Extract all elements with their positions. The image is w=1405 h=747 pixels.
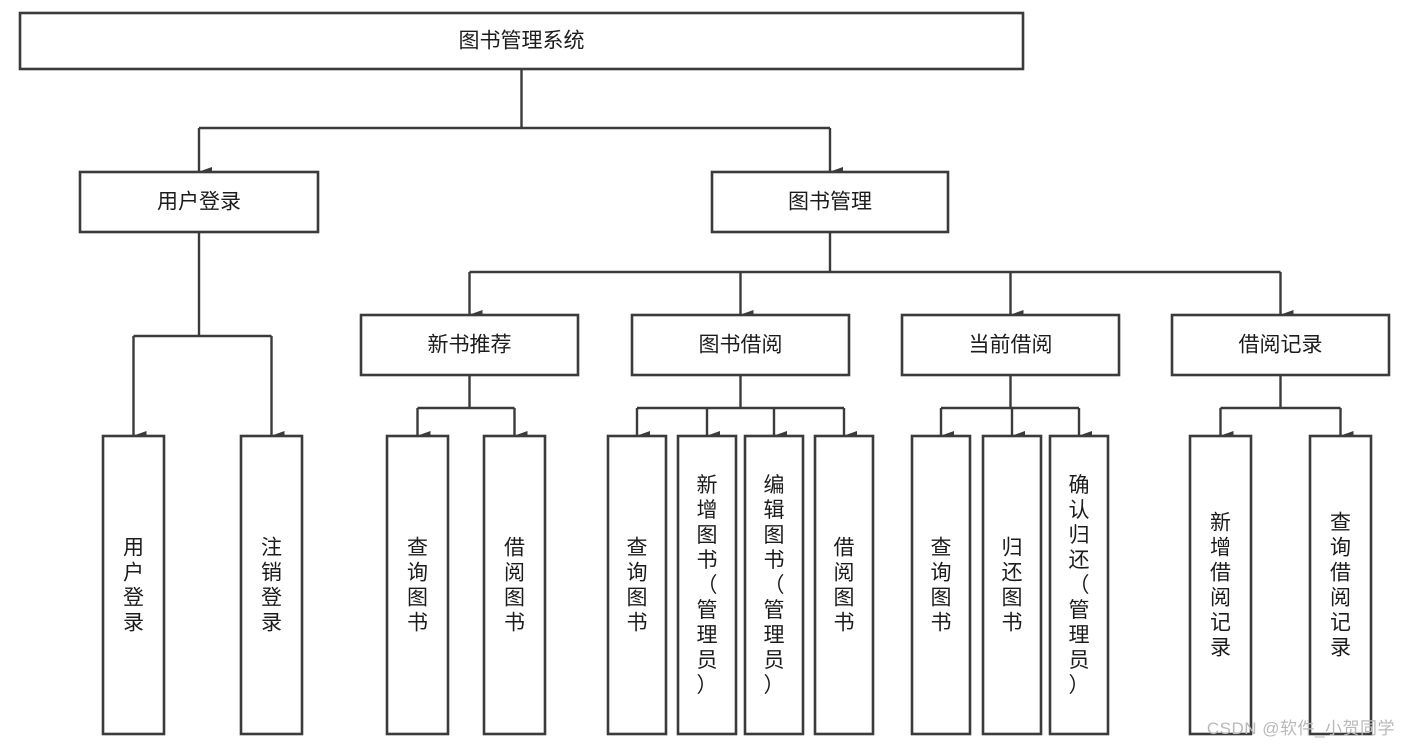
node-label-borrow-records: 借阅记录 bbox=[1239, 334, 1323, 357]
node-layer: 图书管理系统用户登录图书管理新书推荐图书借阅当前借阅借阅记录用户登录注销登录查询… bbox=[18, 11, 1391, 736]
node-leaf-confirm-return[interactable]: 确认归还（管理员） bbox=[1048, 434, 1110, 736]
node-label-leaf-logout: 注销登录 bbox=[261, 537, 282, 635]
node-label-leaf-return-book: 归还图书 bbox=[1002, 537, 1023, 635]
node-box-root bbox=[18, 11, 1025, 71]
node-leaf-user-login[interactable]: 用户登录 bbox=[101, 434, 166, 736]
node-box-new-book-recommend bbox=[359, 313, 580, 377]
node-label-leaf-add-borrow-record: 新增借阅记录 bbox=[1210, 512, 1231, 660]
node-label-leaf-query-book-borrow: 查询图书 bbox=[627, 537, 648, 635]
node-box-leaf-query-borrow-record bbox=[1308, 434, 1373, 736]
connector-layer bbox=[132, 69, 1354, 441]
node-leaf-borrow-book[interactable]: 借阅图书 bbox=[813, 434, 875, 736]
node-label-leaf-query-borrow-record: 查询借阅记录 bbox=[1330, 512, 1351, 660]
node-leaf-query-book-current[interactable]: 查询图书 bbox=[910, 434, 972, 736]
node-label-leaf-user-login: 用户登录 bbox=[123, 537, 144, 635]
csdn-watermark: CSDN @软件_小贺同学 bbox=[1206, 719, 1395, 738]
node-label-book-borrow: 图书借阅 bbox=[699, 334, 783, 357]
node-leaf-query-borrow-record[interactable]: 查询借阅记录 bbox=[1308, 434, 1373, 736]
node-label-current-borrow: 当前借阅 bbox=[969, 334, 1053, 357]
node-leaf-add-borrow-record[interactable]: 新增借阅记录 bbox=[1188, 434, 1253, 736]
node-box-user-login bbox=[78, 170, 320, 234]
node-user-login[interactable]: 用户登录 bbox=[78, 170, 320, 234]
node-current-borrow[interactable]: 当前借阅 bbox=[900, 313, 1121, 377]
node-box-current-borrow bbox=[900, 313, 1121, 377]
node-borrow-records[interactable]: 借阅记录 bbox=[1170, 313, 1391, 377]
node-root[interactable]: 图书管理系统 bbox=[18, 11, 1025, 71]
node-box-borrow-records bbox=[1170, 313, 1391, 377]
node-box-book-borrow bbox=[630, 313, 851, 377]
node-leaf-add-book[interactable]: 新增图书（管理员） bbox=[676, 434, 738, 736]
node-box-leaf-return-book bbox=[981, 434, 1043, 736]
node-label-leaf-borrow-book: 借阅图书 bbox=[834, 537, 855, 635]
node-leaf-query-book-borrow[interactable]: 查询图书 bbox=[606, 434, 668, 736]
node-box-book-management bbox=[710, 170, 950, 234]
node-box-leaf-query-book-current bbox=[910, 434, 972, 736]
node-leaf-edit-book[interactable]: 编辑图书（管理员） bbox=[743, 434, 805, 736]
node-box-leaf-confirm-return bbox=[1048, 434, 1110, 736]
node-label-new-book-recommend: 新书推荐 bbox=[428, 334, 512, 357]
node-book-borrow[interactable]: 图书借阅 bbox=[630, 313, 851, 377]
node-leaf-borrow-book-recommend[interactable]: 借阅图书 bbox=[482, 434, 547, 736]
node-label-leaf-borrow-book-recommend: 借阅图书 bbox=[504, 537, 525, 635]
node-label-leaf-edit-book: 编辑图书（管理员） bbox=[764, 474, 785, 697]
node-label-root: 图书管理系统 bbox=[459, 30, 585, 53]
node-box-leaf-user-login bbox=[101, 434, 166, 736]
node-new-book-recommend[interactable]: 新书推荐 bbox=[359, 313, 580, 377]
node-box-leaf-borrow-book-recommend bbox=[482, 434, 547, 736]
node-box-leaf-logout bbox=[239, 434, 304, 736]
node-label-leaf-query-book-recommend: 查询图书 bbox=[407, 537, 428, 635]
node-box-leaf-edit-book bbox=[743, 434, 805, 736]
node-label-leaf-confirm-return: 确认归还（管理员） bbox=[1069, 474, 1090, 697]
node-box-leaf-query-book-recommend bbox=[385, 434, 450, 736]
node-label-leaf-add-book: 新增图书（管理员） bbox=[697, 474, 718, 697]
node-label-user-login: 用户登录 bbox=[157, 191, 241, 214]
node-leaf-return-book[interactable]: 归还图书 bbox=[981, 434, 1043, 736]
node-leaf-query-book-recommend[interactable]: 查询图书 bbox=[385, 434, 450, 736]
node-label-book-management: 图书管理 bbox=[788, 191, 872, 214]
node-box-leaf-query-book-borrow bbox=[606, 434, 668, 736]
node-label-leaf-query-book-current: 查询图书 bbox=[931, 537, 952, 635]
node-leaf-logout[interactable]: 注销登录 bbox=[239, 434, 304, 736]
node-book-management[interactable]: 图书管理 bbox=[710, 170, 950, 234]
node-box-leaf-borrow-book bbox=[813, 434, 875, 736]
node-box-leaf-add-book bbox=[676, 434, 738, 736]
node-box-leaf-add-borrow-record bbox=[1188, 434, 1253, 736]
